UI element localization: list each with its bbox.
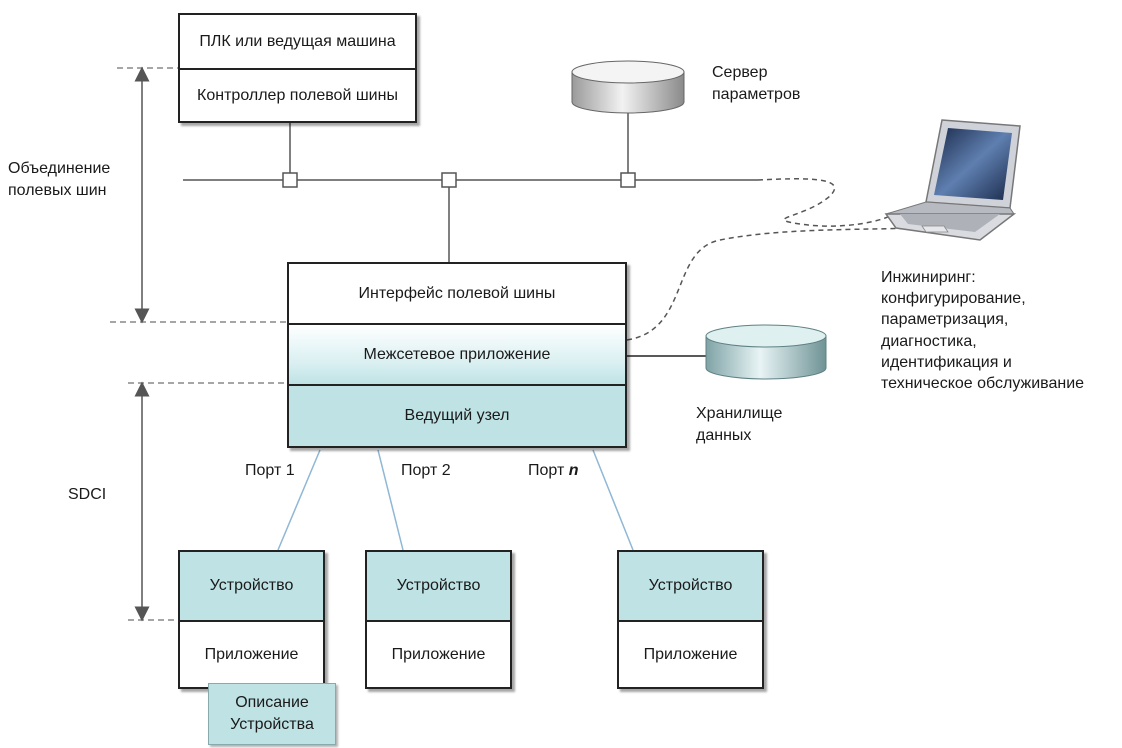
fieldbus-interface-label: Интерфейс полевой шины [358,284,556,302]
parameter-server-icon [571,60,685,114]
device-label: Устройство [367,552,510,620]
master-dashed-link [626,227,916,341]
junction-3 [620,172,636,188]
gateway-application-label: Межсетевое приложение [289,325,625,384]
port-2-line [377,449,404,551]
plc-box: ПЛК или ведущая машина Контроллер полево… [178,13,417,123]
device-box-1: Устройство Приложение [178,550,325,689]
port-n-suffix: n [568,462,579,479]
data-storage-label: Хранилище данных [696,405,783,444]
engineering-line: техническое обслуживание [881,375,1085,393]
port-1-label: Порт 1 [245,462,295,479]
port-n-prefix: Порт [528,462,565,479]
junction-2 [441,172,457,188]
device-label: Устройство [180,552,323,620]
device-description-note: Описание Устройства [208,683,336,745]
engineering-line: диагностика, [881,332,977,350]
sdci-label: SDCI [68,486,107,503]
application-label: Приложение [204,645,299,663]
fieldbus-controller-label: Контроллер полевой шины [197,86,398,104]
port-2-label: Порт 2 [401,462,451,479]
port-n-line [592,449,634,551]
engineering-line: Инжиниринг: [881,269,976,286]
plc-label: ПЛК или ведущая машина [199,32,396,50]
data-storage-icon [705,324,827,380]
engineering-line: параметризация, [881,311,1009,329]
engineering-line: конфигурирование, [881,290,1026,308]
laptop-icon [884,119,1021,241]
engineering-description: Инжиниринг: конфигурирование, параметриз… [881,267,1084,394]
application-label: Приложение [391,645,486,663]
master-node-label: Ведущий узел [289,386,625,446]
device-box-n: Устройство Приложение [617,550,764,689]
engineering-line: идентификация и [881,353,1012,371]
device-box-2: Устройство Приложение [365,550,512,689]
fieldbus-dashed-link [757,178,893,227]
application-label: Приложение [643,645,738,663]
fieldbus-integration-label: Объединение полевых шин [8,160,111,199]
port-n-label: Порт n [528,460,579,482]
junction-1 [282,172,298,188]
parameter-server-label: Сервер параметров [712,64,801,103]
port-1-line [277,449,321,551]
master-box: Интерфейс полевой шины Межсетевое прилож… [287,262,627,448]
device-label: Устройство [619,552,762,620]
